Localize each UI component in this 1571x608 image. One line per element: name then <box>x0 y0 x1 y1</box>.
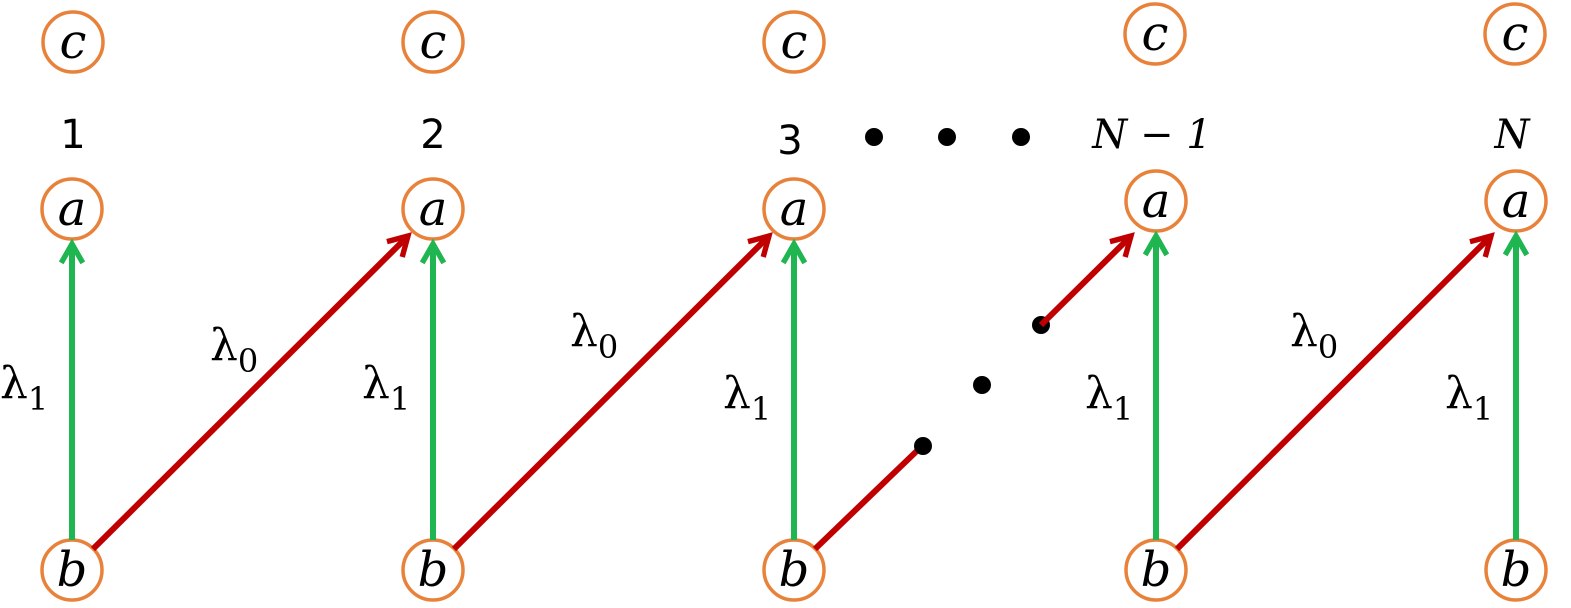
site-1: c 1 a b λ1 <box>0 10 105 602</box>
site-3-node-a-label: a <box>780 181 809 237</box>
ellipsis-dot-diagonal <box>973 376 991 394</box>
site-2-node-c <box>401 10 465 74</box>
site-1-node-c-label: c <box>60 14 87 70</box>
site-1-node-c <box>41 10 105 74</box>
site-2-node-c-label: c <box>420 14 447 70</box>
site-2-node-b-label: b <box>418 542 449 598</box>
site-3-node-b-label: b <box>779 542 810 598</box>
diagonal-arrow-to-site-N-1 <box>1038 232 1135 328</box>
site-2-label: 2 <box>420 112 445 158</box>
site-2-node-a-label: a <box>419 181 448 237</box>
ellipsis-dot-horizontal <box>865 128 883 146</box>
site-3-node-c-label: c <box>781 14 808 70</box>
site-N-node-a-label: a <box>1502 173 1531 229</box>
site-3-node-c <box>762 10 826 74</box>
site-N-lambda1-label: λ1 <box>1445 368 1493 428</box>
site-1-lambda1-label: λ1 <box>0 358 48 418</box>
diagonal-N-minus-1-N-lambda0-label: λ0 <box>1290 306 1338 366</box>
site-N-label: N <box>1494 112 1532 158</box>
site-2: c 2 a b λ1 <box>362 10 465 602</box>
diagonal-1-2-lambda0-label: λ0 <box>210 320 258 380</box>
ellipsis-dot-horizontal <box>1012 128 1030 146</box>
site-3-lambda1-label: λ1 <box>723 368 771 428</box>
diagonal-2-3-lambda0-label: λ0 <box>570 306 618 366</box>
site-N-node-c-label: c <box>1502 6 1529 62</box>
site-1-label: 1 <box>60 112 85 158</box>
site-N-minus-1-lambda1-label: λ1 <box>1085 368 1133 428</box>
site-N-minus-1: c N − 1 a b λ1 <box>1085 2 1212 602</box>
site-N-minus-1-label: N − 1 <box>1091 112 1211 158</box>
site-3-label: 3 <box>777 118 802 164</box>
diagonal-arrow-2-3 <box>451 232 773 552</box>
diagonal-arrow-3-partial <box>812 443 925 552</box>
site-N-node-b-label: b <box>1501 542 1532 598</box>
site-N-node-c <box>1483 2 1547 66</box>
site-1-node-a-label: a <box>58 181 87 237</box>
site-N-minus-1-node-c-label: c <box>1142 6 1169 62</box>
site-2-lambda1-label: λ1 <box>362 358 410 418</box>
site-N: c N a b λ1 <box>1445 2 1548 602</box>
site-N-minus-1-node-a-label: a <box>1142 173 1171 229</box>
ellipsis-dot-horizontal <box>938 128 956 146</box>
ellipsis-dot-diagonal <box>914 437 932 455</box>
site-3: c 3 a b λ1 <box>723 10 826 602</box>
diagonal-arrow-N-minus-1-N <box>1174 232 1495 552</box>
site-N-minus-1-node-c <box>1123 2 1187 66</box>
diagonal-arrow-1-2 <box>90 232 412 552</box>
site-1-node-b-label: b <box>57 542 88 598</box>
site-N-minus-1-node-b-label: b <box>1141 542 1172 598</box>
